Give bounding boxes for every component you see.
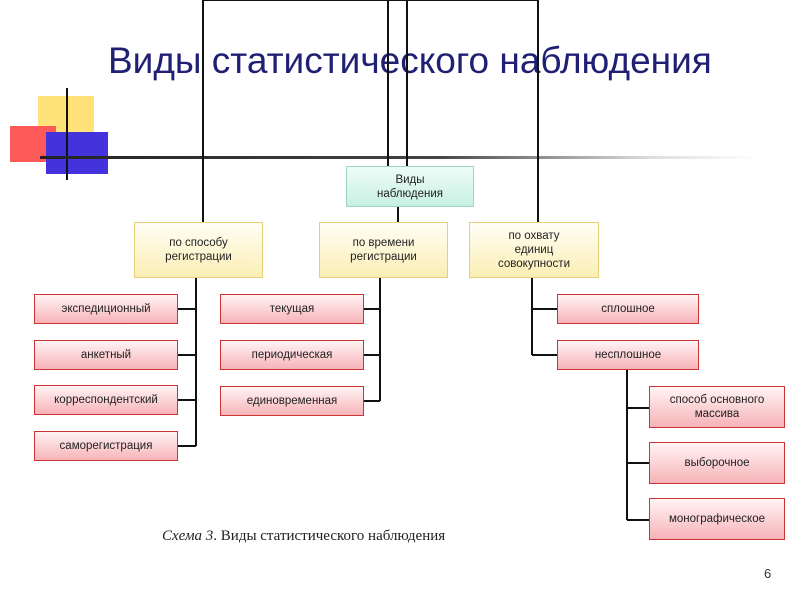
page-number: 6 [764,566,772,581]
category-label: по времени регистрации [350,237,417,263]
leaf-node: периодическая [220,340,364,370]
category-node-registration-method: по способу регистрации [134,222,263,278]
leaf-node: текущая [220,294,364,324]
leaf-node: единовременная [220,386,364,416]
caption-scheme-number: Схема 3 [162,528,214,544]
sub-leaf-node: выборочное [649,442,785,484]
leaf-node: несплошное [557,340,699,370]
leaf-node: сплошное [557,294,699,324]
leaf-label: сплошное [601,303,655,315]
leaf-label: экспедиционный [61,303,151,315]
category-label: по способу регистрации [165,237,232,263]
leaf-label: текущая [269,303,315,315]
leaf-node: анкетный [34,340,178,370]
decor-vertical-line [66,88,68,180]
leaf-label: саморегистрация [59,440,153,452]
leaf-label: анкетный [80,349,132,361]
caption-text: . Виды статистического наблюдения [213,528,446,544]
title-underline [40,156,760,159]
leaf-label: способ основного массива [669,394,765,420]
category-label: по охвату единиц совокупности [498,230,570,270]
sub-leaf-node: способ основного массива [649,386,785,428]
decor-square-blue [46,132,108,174]
leaf-label: корреспондентский [54,394,158,406]
category-node-coverage: по охвату единиц совокупности [469,222,599,278]
leaf-label: единовременная [246,395,338,407]
slide-title: Виды статистического наблюдения [108,40,712,81]
leaf-label: выборочное [684,457,750,469]
leaf-node: саморегистрация [34,431,178,461]
leaf-label: периодическая [251,349,333,361]
leaf-node: экспедиционный [34,294,178,324]
leaf-label: несплошное [594,349,662,361]
diagram-caption: Схема 3. Виды статистического наблюдения [162,528,445,545]
category-node-registration-time: по времени регистрации [319,222,448,278]
leaf-label: монографическое [668,513,765,525]
root-node: Виды наблюдения [346,166,474,207]
decor-logo [0,0,120,190]
root-node-label: Виды наблюдения [376,173,443,200]
leaf-node: корреспондентский [34,385,178,415]
sub-leaf-node: монографическое [649,498,785,540]
